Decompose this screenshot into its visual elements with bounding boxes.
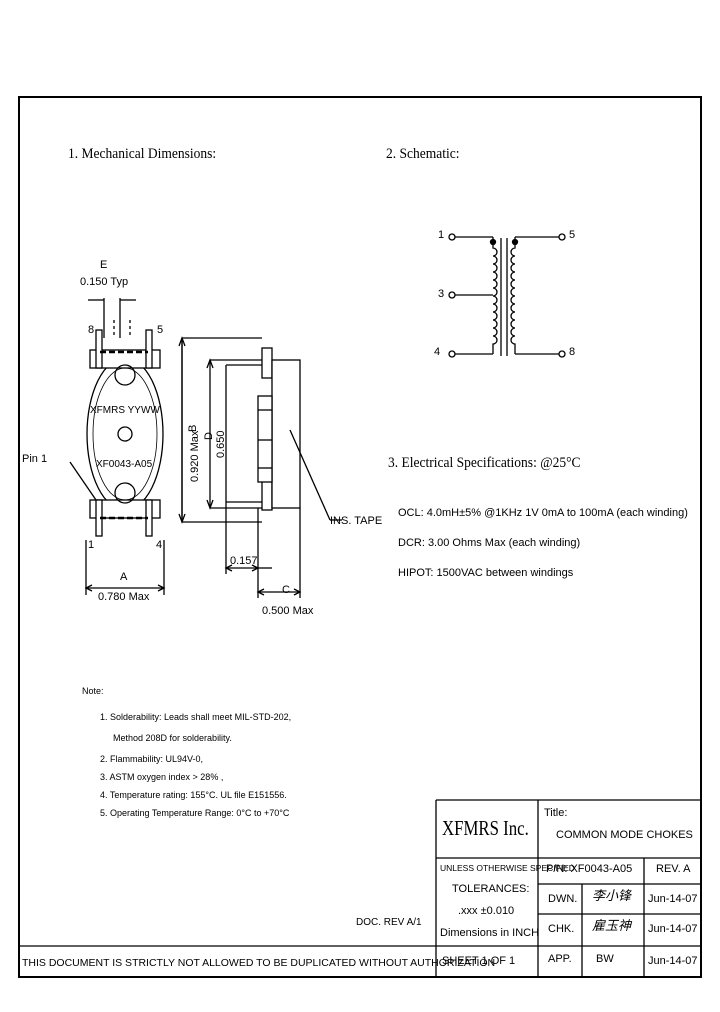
note-item: 3. ASTM oxygen index > 28% ,: [100, 772, 224, 782]
schematic-pin-3: 3: [438, 288, 445, 300]
pin-4-label: 4: [156, 539, 163, 551]
drawing-frame: [18, 96, 702, 978]
doc-revision: DOC. REV A/1: [356, 917, 422, 928]
app-signature: BW: [596, 953, 614, 965]
dwn-signature: 李小锋: [592, 889, 632, 904]
dim-e: [88, 298, 136, 338]
chk-label: CHK.: [548, 923, 575, 935]
schematic-pin-4: 4: [434, 346, 441, 358]
schematic-pin-1: 1: [438, 229, 445, 241]
electrical-spec-title: 3. Electrical Specifications: @25°C: [388, 455, 581, 471]
sheet-number: SHEET 1 OF 1: [442, 955, 516, 967]
footer-notice: THIS DOCUMENT IS STRICTLY NOT ALLOWED TO…: [22, 957, 496, 969]
pin-5-label: 5: [157, 324, 164, 336]
title-label: Title:: [544, 807, 568, 819]
pin-1-label: 1: [88, 539, 95, 551]
note-item: Method 208D for solderability.: [113, 733, 232, 743]
chk-date: Jun-14-07: [648, 923, 698, 935]
dim-c-value: 0.500 Max: [262, 605, 314, 617]
notes-title: Note:: [82, 686, 104, 696]
side-view: [181, 337, 342, 598]
schematic-pin-5: 5: [569, 229, 576, 241]
body-part-number: XF0043-A05: [96, 459, 153, 470]
dim-a-letter: A: [120, 571, 128, 583]
revision: REV. A: [656, 863, 691, 875]
dim-d-value: 0.650: [215, 430, 227, 458]
dwn-date: Jun-14-07: [648, 893, 698, 905]
schematic-pin-8: 8: [569, 346, 576, 358]
schematic-title: 2. Schematic:: [386, 146, 460, 162]
note-item: 2. Flammability: UL94V-0,: [100, 754, 204, 764]
title-value: COMMON MODE CHOKES: [556, 829, 693, 841]
dim-a-value: 0.780 Max: [98, 591, 150, 603]
note-item: 1. Solderability: Leads shall meet MIL-S…: [100, 712, 292, 722]
app-label: APP.: [548, 953, 572, 965]
app-date: Jun-14-07: [648, 955, 698, 967]
dim-c-letter: C: [282, 584, 290, 596]
company-name: XFMRS Inc.: [442, 816, 529, 840]
dim-b-d-arrows: [178, 336, 214, 524]
note-item: 5. Operating Temperature Range: 0°C to +…: [100, 808, 290, 818]
pin-8-label: 8: [88, 324, 95, 336]
ins-tape-callout: INS. TAPE: [330, 515, 383, 527]
dim-d-letter: D: [203, 432, 215, 440]
chk-signature: 雇玉神: [592, 919, 632, 934]
title-block-grid: [18, 799, 700, 976]
schematic-drawing: [448, 233, 566, 358]
dim-a: [84, 540, 166, 595]
unless-specified: UNLESS OTHERWISE SPECIFIED: [440, 863, 575, 873]
pin1-callout: Pin 1: [22, 453, 48, 465]
spec-ocl: OCL: 4.0mH±5% @1KHz 1V 0mA to 100mA (eac…: [398, 507, 688, 519]
front-view: [69, 329, 164, 537]
body-brand-mark: XFMRS YYWW: [90, 405, 160, 416]
dim-157-value: 0.157: [230, 555, 258, 567]
mech-dimensions-title: 1. Mechanical Dimensions:: [68, 146, 217, 162]
dim-b-value: 0.920 Max: [189, 430, 201, 482]
dim-e-value: 0.150 Typ: [80, 276, 129, 288]
dim-157: [224, 564, 272, 572]
dim-c: [256, 588, 302, 596]
part-number: P/N: XF0043-A05: [546, 863, 633, 875]
dwn-label: DWN.: [548, 893, 578, 905]
dimensions-unit: Dimensions in INCH: [440, 927, 540, 939]
spec-dcr: DCR: 3.00 Ohms Max (each winding): [398, 537, 581, 549]
note-item: 4. Temperature rating: 155°C. UL file E1…: [100, 790, 287, 800]
spec-hipot: HIPOT: 1500VAC between windings: [398, 567, 574, 579]
tolerance-value: .xxx ±0.010: [458, 905, 515, 917]
tolerances-label: TOLERANCES:: [452, 883, 530, 895]
dim-e-letter: E: [100, 259, 108, 271]
